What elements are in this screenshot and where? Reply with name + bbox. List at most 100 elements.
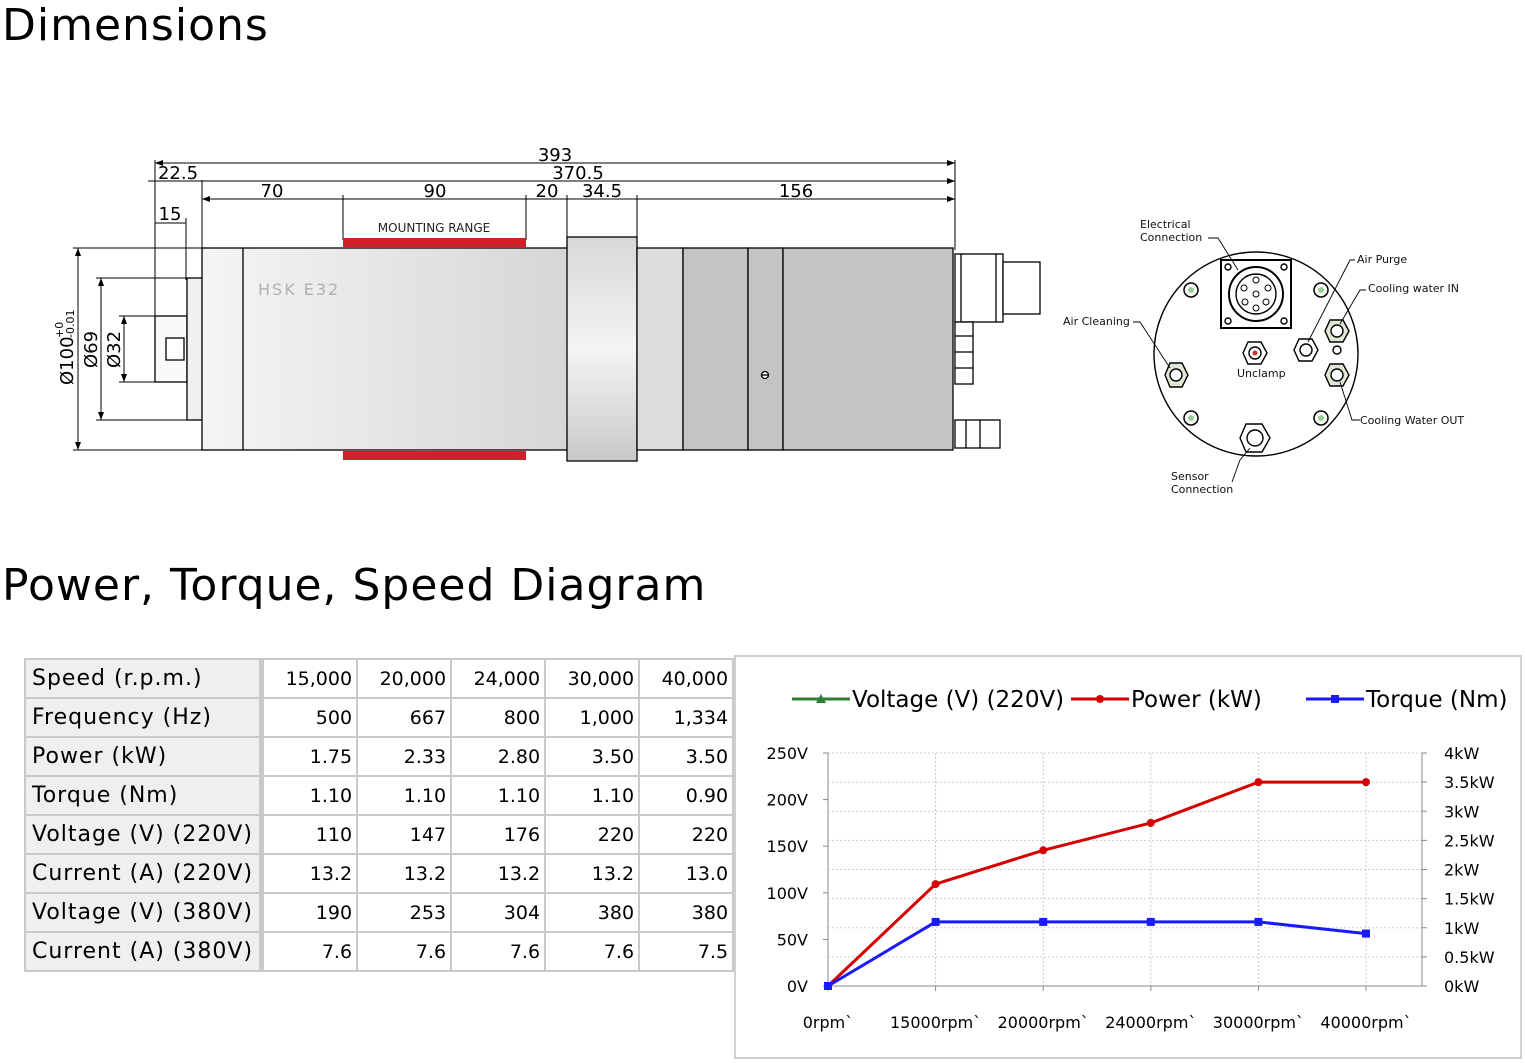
legend-marker bbox=[1331, 695, 1339, 703]
legend-marker bbox=[816, 694, 826, 703]
table-cell: 15,000 bbox=[260, 658, 359, 699]
table-cell: 220 bbox=[544, 814, 641, 855]
table-cell: 0.90 bbox=[638, 775, 735, 816]
table-cell: 24,000 bbox=[450, 658, 547, 699]
tool-slot bbox=[165, 337, 185, 361]
left-tick-label: 150V bbox=[767, 837, 809, 856]
dim-22-5: 22.5 bbox=[158, 163, 198, 184]
row-label: Frequency (Hz) bbox=[24, 697, 265, 738]
row-label: Torque (Nm) bbox=[24, 775, 265, 816]
table-cell: 1,334 bbox=[638, 697, 735, 738]
dia-100-label: Ø100 bbox=[57, 336, 78, 385]
dim-15: 15 bbox=[159, 204, 182, 225]
table-cell: 380 bbox=[544, 892, 641, 933]
table-cell: 190 bbox=[260, 892, 359, 933]
x-tick-label: 30000rpm` bbox=[1213, 1013, 1304, 1032]
row-label: Voltage (V) (380V) bbox=[24, 892, 265, 933]
row-label: Power (kW) bbox=[24, 736, 265, 777]
right-tick-label: 3kW bbox=[1444, 802, 1479, 821]
rear-section-4 bbox=[782, 247, 954, 451]
table-cell: 147 bbox=[356, 814, 453, 855]
electrical-label-1: Electrical bbox=[1140, 218, 1191, 231]
hsk-label: HSK E32 bbox=[258, 280, 340, 299]
power-point bbox=[1039, 846, 1048, 855]
table-cell: 220 bbox=[638, 814, 735, 855]
legend-label: Power (kW) bbox=[1131, 687, 1262, 713]
table-cell: 176 bbox=[450, 814, 547, 855]
torque-point bbox=[1254, 917, 1263, 926]
dia-100-tol-upper: +0 bbox=[53, 322, 66, 338]
left-tick-label: 200V bbox=[767, 791, 809, 810]
table-cell: 1.10 bbox=[356, 775, 453, 816]
dia-100-tol-lower: -0.01 bbox=[64, 310, 77, 338]
dim-34-5: 34.5 bbox=[582, 181, 622, 202]
air-purge-label: Air Purge bbox=[1357, 253, 1407, 266]
torque-point bbox=[931, 917, 940, 926]
spindle-flange bbox=[566, 236, 638, 462]
legend-label: Torque (Nm) bbox=[1365, 687, 1507, 713]
power-point bbox=[1146, 818, 1155, 827]
left-tick-label: 250V bbox=[767, 744, 809, 763]
table-cell: 253 bbox=[356, 892, 453, 933]
spindle-housing bbox=[201, 247, 569, 451]
torque-point bbox=[1146, 917, 1155, 926]
right-tick-label: 3.5kW bbox=[1444, 773, 1495, 792]
row-label: Speed (r.p.m.) bbox=[24, 658, 265, 699]
rear-section-3 bbox=[747, 247, 784, 451]
spindle-dimension-drawing: 393 370.5 22.5 70 90 20 34.5 156 15 Ø100… bbox=[53, 145, 1464, 496]
table-cell: 13.2 bbox=[260, 853, 359, 894]
dim-393: 393 bbox=[538, 145, 572, 166]
x-tick-label: 40000rpm` bbox=[1320, 1013, 1411, 1032]
table-cell: 800 bbox=[450, 697, 547, 738]
table-cell: 7.5 bbox=[638, 931, 735, 972]
table-cell: 7.6 bbox=[544, 931, 641, 972]
table-cell: 13.2 bbox=[450, 853, 547, 894]
torque-point bbox=[1039, 917, 1048, 926]
origin-point bbox=[824, 982, 832, 990]
dim-70: 70 bbox=[261, 181, 284, 202]
dim-370-5: 370.5 bbox=[552, 163, 604, 184]
electrical-label-2: Connection bbox=[1140, 231, 1202, 244]
table-cell: 13.2 bbox=[356, 853, 453, 894]
right-tick-label: 2.5kW bbox=[1444, 831, 1495, 850]
right-tick-label: 4kW bbox=[1444, 744, 1479, 763]
mounting-range-label: MOUNTING RANGE bbox=[378, 221, 490, 235]
left-tick-label: 50V bbox=[777, 930, 808, 949]
rear-fitting-2 bbox=[954, 419, 1001, 449]
air-cleaning-label: Air Cleaning bbox=[1063, 315, 1130, 328]
table-cell: 3.50 bbox=[638, 736, 735, 777]
table-cell: 304 bbox=[450, 892, 547, 933]
row-label: Current (A) (220V) bbox=[24, 853, 265, 894]
table-cell: 3.50 bbox=[544, 736, 641, 777]
torque-point bbox=[1362, 929, 1370, 938]
rear-fitting-1 bbox=[954, 321, 974, 385]
performance-chart-svg: 0V50V100V150V200V250V0kW0.5kW1kW1.5kW2kW… bbox=[767, 687, 1508, 1032]
unclamp-label: Unclamp bbox=[1237, 367, 1286, 380]
dim-90: 90 bbox=[424, 181, 447, 202]
table-cell: 110 bbox=[260, 814, 359, 855]
table-cell: 7.6 bbox=[356, 931, 453, 972]
right-tick-label: 1.5kW bbox=[1444, 890, 1495, 909]
spindle-nose-ring bbox=[186, 277, 204, 421]
sensor-label-1: Sensor bbox=[1171, 470, 1209, 483]
power-point bbox=[931, 880, 940, 889]
dia-69-label: Ø69 bbox=[81, 331, 102, 368]
right-tick-label: 0.5kW bbox=[1444, 948, 1495, 967]
table-cell: 20,000 bbox=[356, 658, 453, 699]
table-cell: 30,000 bbox=[544, 658, 641, 699]
left-tick-label: 0V bbox=[787, 977, 808, 996]
table-cell: 667 bbox=[356, 697, 453, 738]
rear-connector-plug bbox=[1002, 261, 1041, 315]
dim-20: 20 bbox=[536, 181, 559, 202]
table-cell: 380 bbox=[638, 892, 735, 933]
left-tick-label: 100V bbox=[767, 884, 809, 903]
mounting-range-bottom bbox=[343, 451, 526, 460]
diagram-title: Power, Torque, Speed Diagram bbox=[2, 560, 707, 611]
